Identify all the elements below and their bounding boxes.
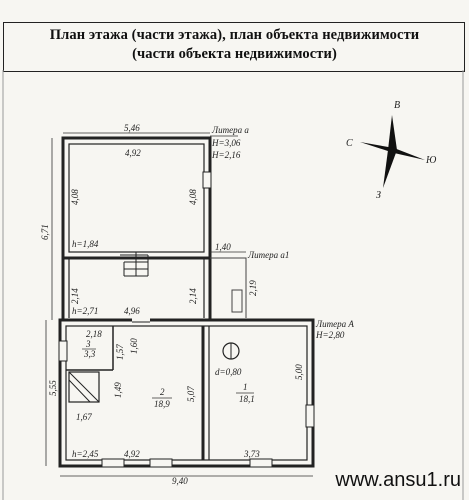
dim-mid-right: 2,14 [188,288,198,304]
dim-room1-width: 1,67 [76,412,92,422]
dim-door-d: d=0,80 [215,367,242,377]
dim-mid-left: 2,14 [70,288,80,304]
window-veranda-right [202,171,212,189]
dim-bottom-right: 3,73 [243,449,260,459]
litera-A-walls [58,318,315,468]
litera-a-h2: H=2,16 [211,150,241,160]
dim-veranda-left: 4,08 [70,189,80,205]
window-bottom-right [249,458,273,468]
title-line-1: План этажа (части этажа), план объекта н… [49,27,420,43]
dim-bottom-inner: 4,92 [124,449,140,459]
room3-area: 3,3 [83,349,96,359]
watermark: www.ansu1.ru [335,469,461,491]
dim-a1-width: 1,40 [215,242,231,252]
litera-A-label: Литера А [315,319,354,329]
window-right [305,404,315,428]
dimension-lines [45,132,313,477]
litera-a-h1: H=3,06 [211,138,241,148]
dim-a1-height: 2,19 [248,280,258,296]
window-bottom-mid [149,458,173,468]
room1-area: 18,1 [239,394,255,404]
dim-left-outer: 6,71 [40,224,50,240]
compass-west-label: С [346,138,353,149]
dim-h-271: h=2,71 [72,306,98,316]
compass-south-label: З [376,190,381,201]
dim-h-184: h=1,84 [72,239,99,249]
window-left [58,340,68,362]
stairs [120,252,149,277]
dim-room3-h2: 1,60 [129,338,139,354]
compass-north-label: В [394,100,400,111]
room1-number: 1 [243,382,248,392]
dim-left-main: 5,55 [48,380,58,396]
compass-east-label: Ю [425,155,437,166]
dim-top-outer: 5,46 [124,123,140,133]
dim-room3-width: 2,18 [86,329,102,339]
dim-right-main: 5,00 [294,364,304,380]
dim-veranda-right: 4,08 [188,189,198,205]
litera-A-height: H=2,80 [315,330,345,340]
dim-top-inner: 4,92 [125,148,141,158]
dim-h-245: h=2,45 [72,449,99,459]
room2-area: 18,9 [154,399,170,409]
room3-number: 3 [85,339,91,349]
dim-stove-h: 1,49 [113,382,123,398]
litera-a1-label: Литера а1 [247,250,289,260]
dim-room3-h1: 1,57 [115,344,125,360]
room2-number: 2 [160,387,165,397]
compass-rose-icon [360,115,425,188]
dim-room2-height: 5,07 [186,386,196,402]
window-bottom-left [101,458,125,468]
title-box [3,22,465,72]
title-line-2: (части объекта недвижимости) [132,46,337,62]
dim-mid-width: 4,96 [124,306,140,316]
litera-a1-outline [210,257,247,318]
litera-a-label: Литера а [211,125,249,135]
dim-bottom-outer: 9,40 [172,476,188,486]
